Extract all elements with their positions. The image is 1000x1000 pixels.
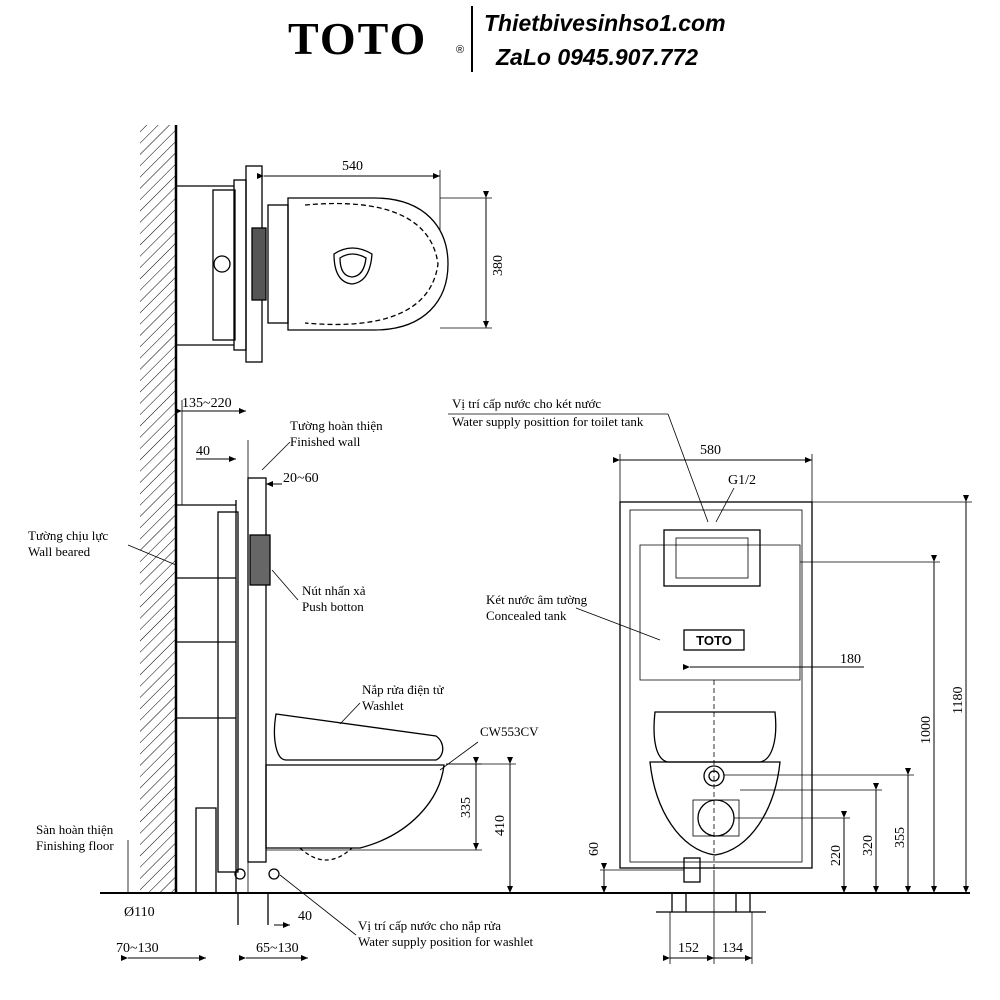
label-g12: G1/2 — [728, 473, 756, 488]
dim-1180: 1180 — [951, 687, 966, 714]
load-bearing-wall — [140, 125, 178, 893]
dim-65-130: 65~130 — [256, 941, 299, 956]
dim-134: 134 — [722, 941, 743, 956]
dim-finish-thickness: 20~60 — [283, 471, 319, 486]
dim-152: 152 — [678, 941, 699, 956]
label-model: CW553CV — [480, 724, 539, 739]
dim-top-depth: 380 — [491, 255, 506, 276]
label-push-button-en: Push botton — [302, 599, 364, 614]
dim-335: 335 — [459, 797, 474, 818]
dim-355: 355 — [893, 827, 908, 848]
front-view — [448, 413, 972, 964]
label-wall-beared-vi: Tường chịu lực — [28, 528, 108, 543]
dim-220: 220 — [829, 845, 844, 866]
dim-drain-diameter: Ø110 — [124, 905, 155, 920]
label-concealed-tank-vi: Két nước âm tường — [486, 592, 588, 607]
top-view — [176, 165, 492, 363]
label-finishing-floor-vi: Sàn hoàn thiện — [36, 822, 114, 837]
dim-top-width: 540 — [342, 159, 363, 174]
side-view — [121, 400, 516, 961]
dim-410: 410 — [493, 815, 508, 836]
label-water-tank-vi: Vị trí cấp nước cho két nước — [452, 396, 601, 411]
label-water-washlet-vi: Vị trí cấp nước cho nắp rửa — [358, 918, 501, 933]
label-finishing-floor-en: Finishing floor — [36, 838, 114, 853]
label-washlet-en: Washlet — [362, 698, 404, 713]
tank-logo: TOTO — [696, 633, 732, 648]
label-finished-wall-vi: Tường hoàn thiện — [290, 418, 383, 433]
dim-1000: 1000 — [919, 716, 934, 744]
label-water-tank-en: Water supply posittion for toilet tank — [452, 414, 644, 429]
dim-70-130: 70~130 — [116, 941, 159, 956]
dim-40-top: 40 — [196, 444, 210, 459]
label-finished-wall-en: Finished wall — [290, 434, 361, 449]
dim-180: 180 — [840, 652, 861, 667]
header-divider — [471, 6, 473, 72]
dim-front-width: 580 — [700, 443, 721, 458]
dim-320: 320 — [861, 835, 876, 856]
label-concealed-tank-en: Concealed tank — [486, 608, 567, 623]
label-water-washlet-en: Water supply position for washlet — [358, 934, 534, 949]
website-text: Thietbivesinhso1.com — [484, 10, 726, 36]
header: TOTO ® Thietbivesinhso1.com ZaLo 0945.90… — [0, 0, 1000, 80]
registered-mark: ® — [456, 44, 465, 56]
label-washlet-vi: Nắp rửa điện tử — [362, 682, 445, 697]
toto-logo: TOTO — [288, 13, 428, 64]
label-wall-beared-en: Wall beared — [28, 544, 91, 559]
label-push-button-vi: Nút nhấn xả — [302, 583, 366, 598]
contact-text: ZaLo 0945.907.772 — [496, 44, 699, 70]
dim-40-bottom: 40 — [298, 909, 312, 924]
dim-wall-to-frame: 135~220 — [182, 396, 232, 411]
dim-60: 60 — [587, 842, 602, 856]
